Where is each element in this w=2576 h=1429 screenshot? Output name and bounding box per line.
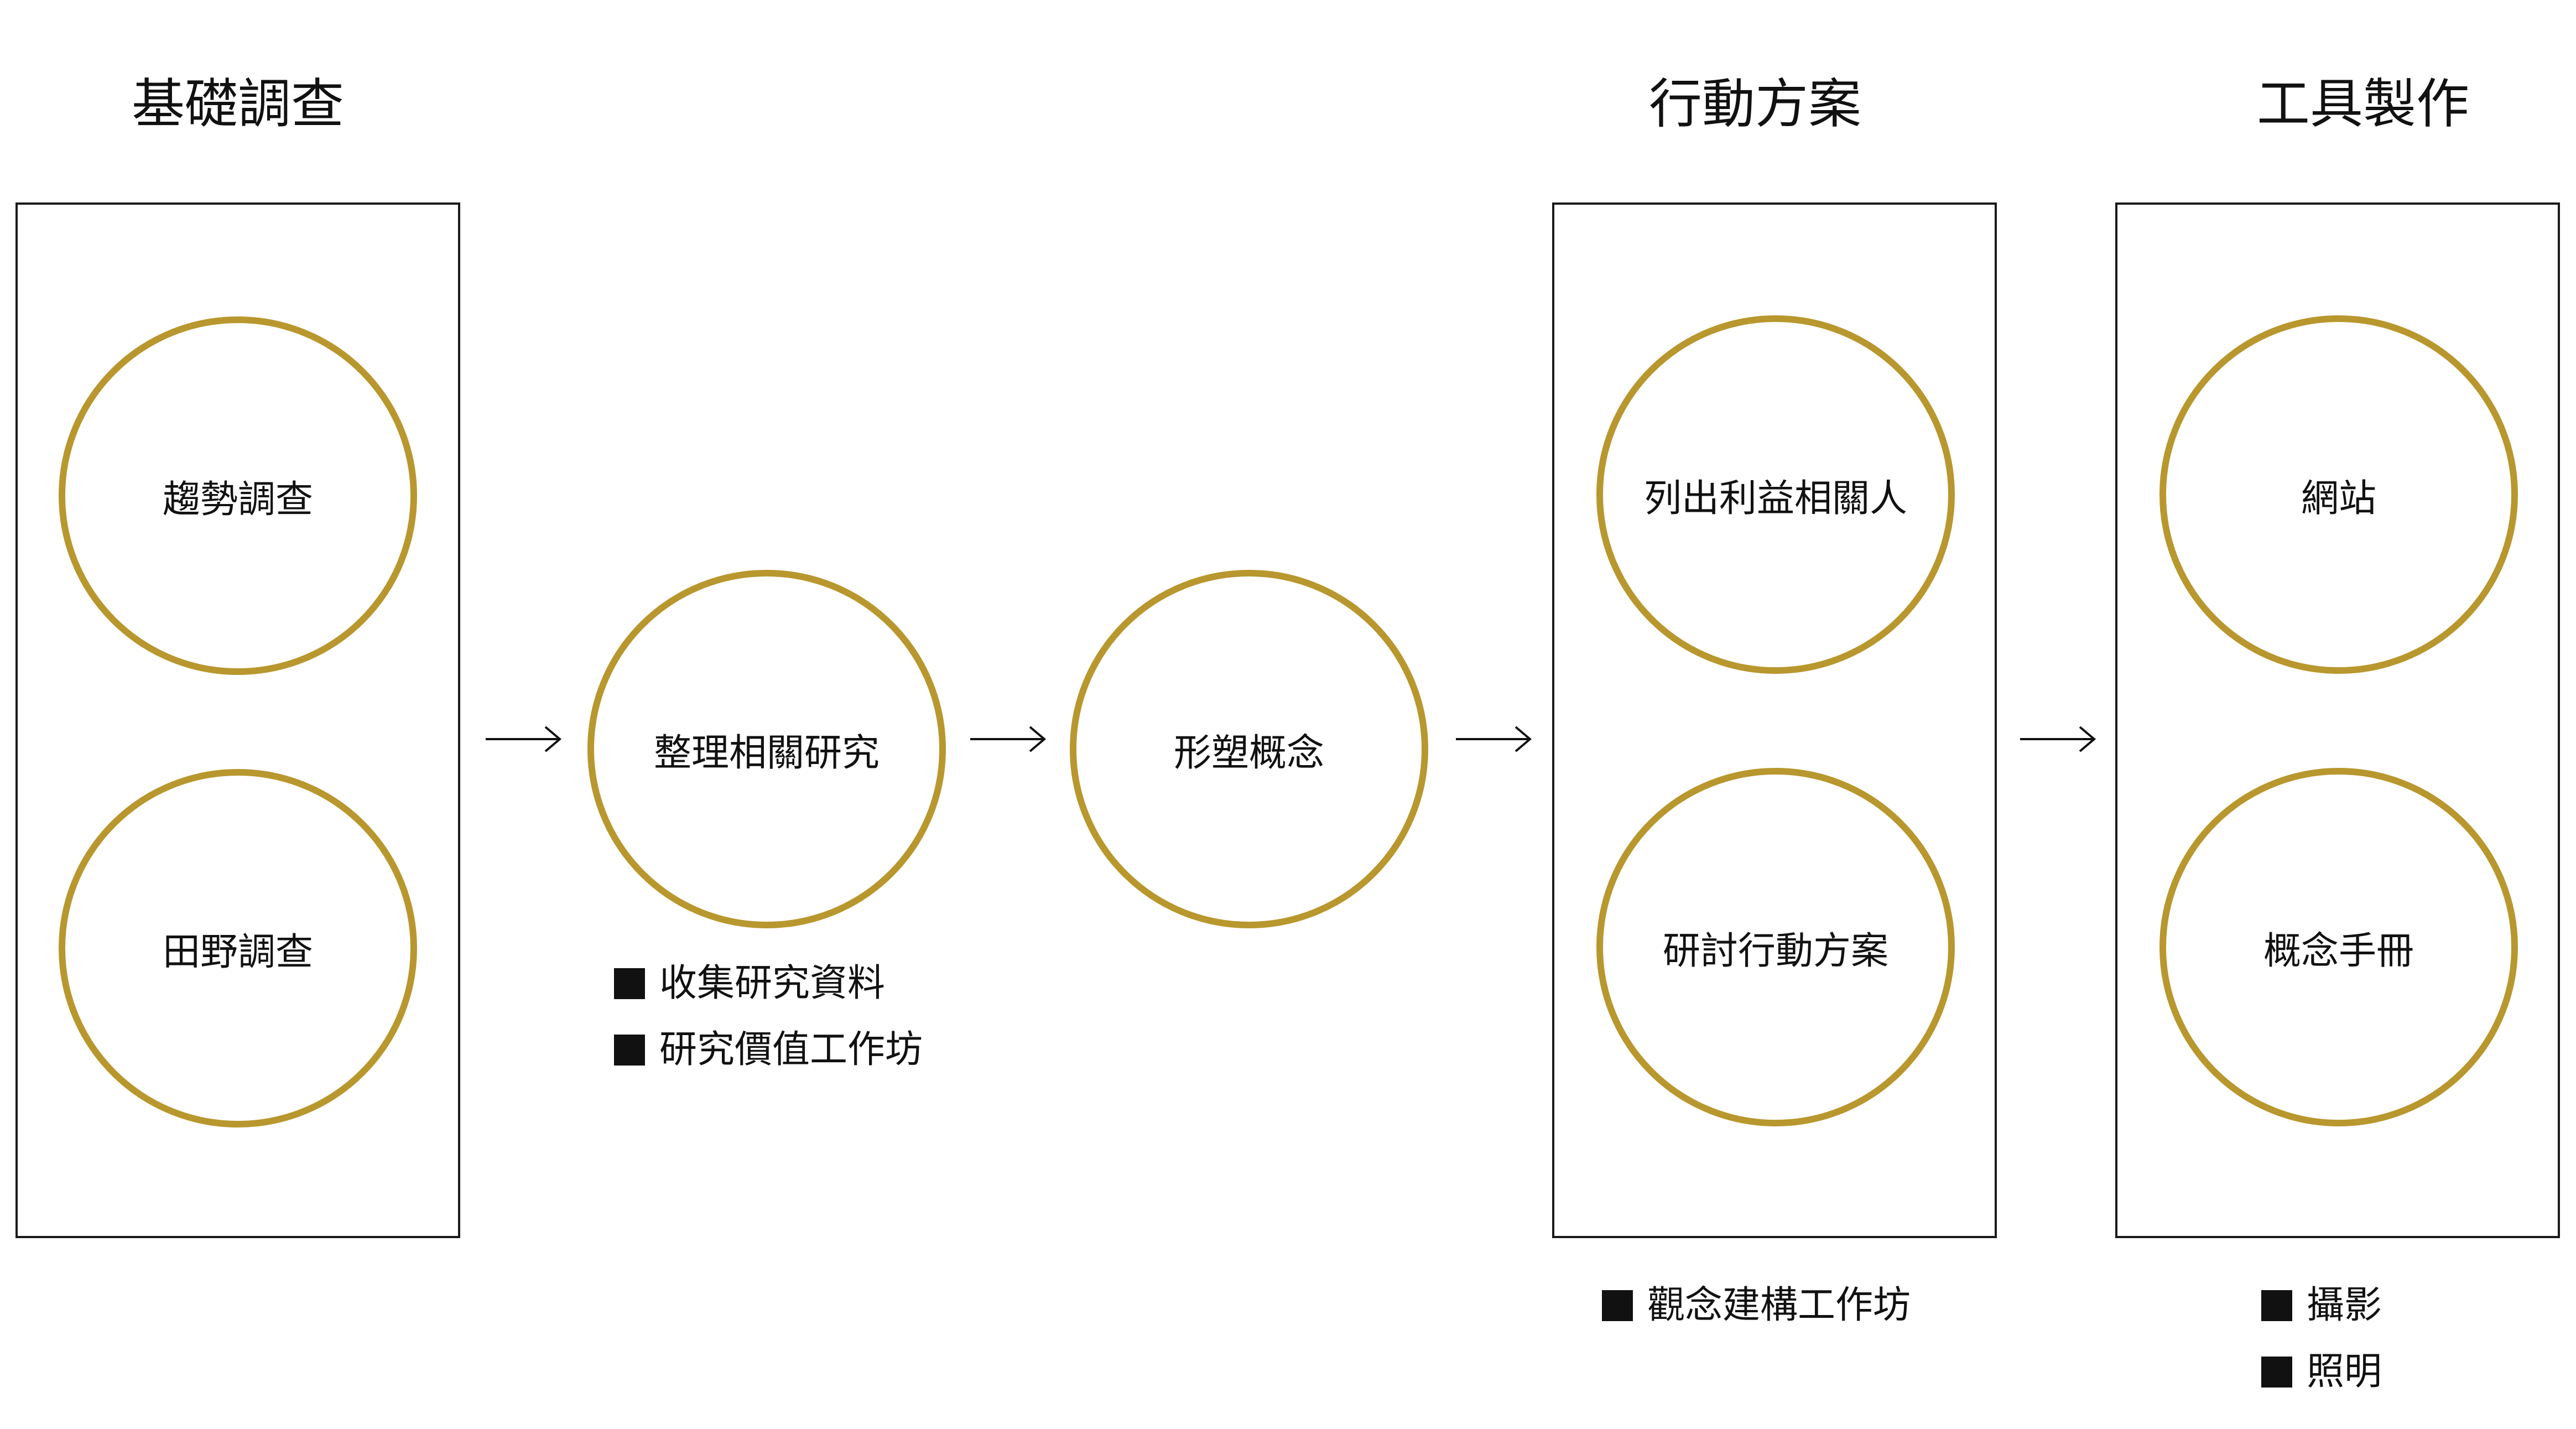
section-title-tools: 工具製作 bbox=[2257, 73, 2469, 135]
node-label: 概念手冊 bbox=[2263, 929, 2414, 973]
list-item: 照明 bbox=[2261, 1339, 2382, 1405]
right-arrow-icon bbox=[1456, 726, 1532, 752]
section-title-research: 基礎調查 bbox=[132, 73, 344, 135]
list-item: 觀念建構工作坊 bbox=[1602, 1272, 1911, 1339]
organize-notes: 收集研究資料 研究價值工作坊 bbox=[614, 950, 923, 1083]
node-organize-research: 整理相關研究 bbox=[587, 570, 946, 928]
node-trend-research: 趨勢調查 bbox=[59, 316, 417, 675]
action-notes: 觀念建構工作坊 bbox=[1602, 1272, 1911, 1339]
node-label: 整理相關研究 bbox=[653, 731, 880, 775]
node-concept-handbook: 概念手冊 bbox=[2159, 768, 2518, 1126]
right-arrow-icon bbox=[970, 726, 1047, 752]
list-item: 收集研究資料 bbox=[614, 950, 923, 1017]
node-label: 網站 bbox=[2301, 476, 2376, 521]
node-label: 形塑概念 bbox=[1173, 731, 1324, 775]
section-title-action: 行動方案 bbox=[1649, 73, 1861, 135]
node-list-stakeholders: 列出利益相關人 bbox=[1596, 315, 1955, 674]
node-label: 列出利益相關人 bbox=[1643, 476, 1907, 521]
list-item: 研究價值工作坊 bbox=[614, 1017, 923, 1083]
black-square-icon bbox=[614, 1035, 645, 1066]
node-discuss-action: 研討行動方案 bbox=[1596, 768, 1955, 1126]
node-label: 田野調查 bbox=[162, 930, 313, 974]
action-panel bbox=[1552, 202, 1997, 1238]
node-label: 研討行動方案 bbox=[1662, 929, 1888, 973]
tools-notes: 攝影 照明 bbox=[2261, 1272, 2382, 1405]
node-field-research: 田野調查 bbox=[59, 769, 417, 1127]
black-square-icon bbox=[2261, 1357, 2292, 1388]
right-arrow-icon bbox=[486, 726, 562, 752]
black-square-icon bbox=[1602, 1290, 1633, 1321]
tools-panel bbox=[2115, 202, 2560, 1238]
node-shape-concept: 形塑概念 bbox=[1070, 570, 1428, 928]
node-website: 網站 bbox=[2159, 315, 2518, 674]
research-panel bbox=[15, 202, 460, 1238]
black-square-icon bbox=[2261, 1290, 2292, 1321]
black-square-icon bbox=[614, 968, 645, 999]
node-label: 趨勢調查 bbox=[162, 477, 313, 522]
right-arrow-icon bbox=[2020, 726, 2096, 752]
list-item: 攝影 bbox=[2261, 1272, 2382, 1339]
